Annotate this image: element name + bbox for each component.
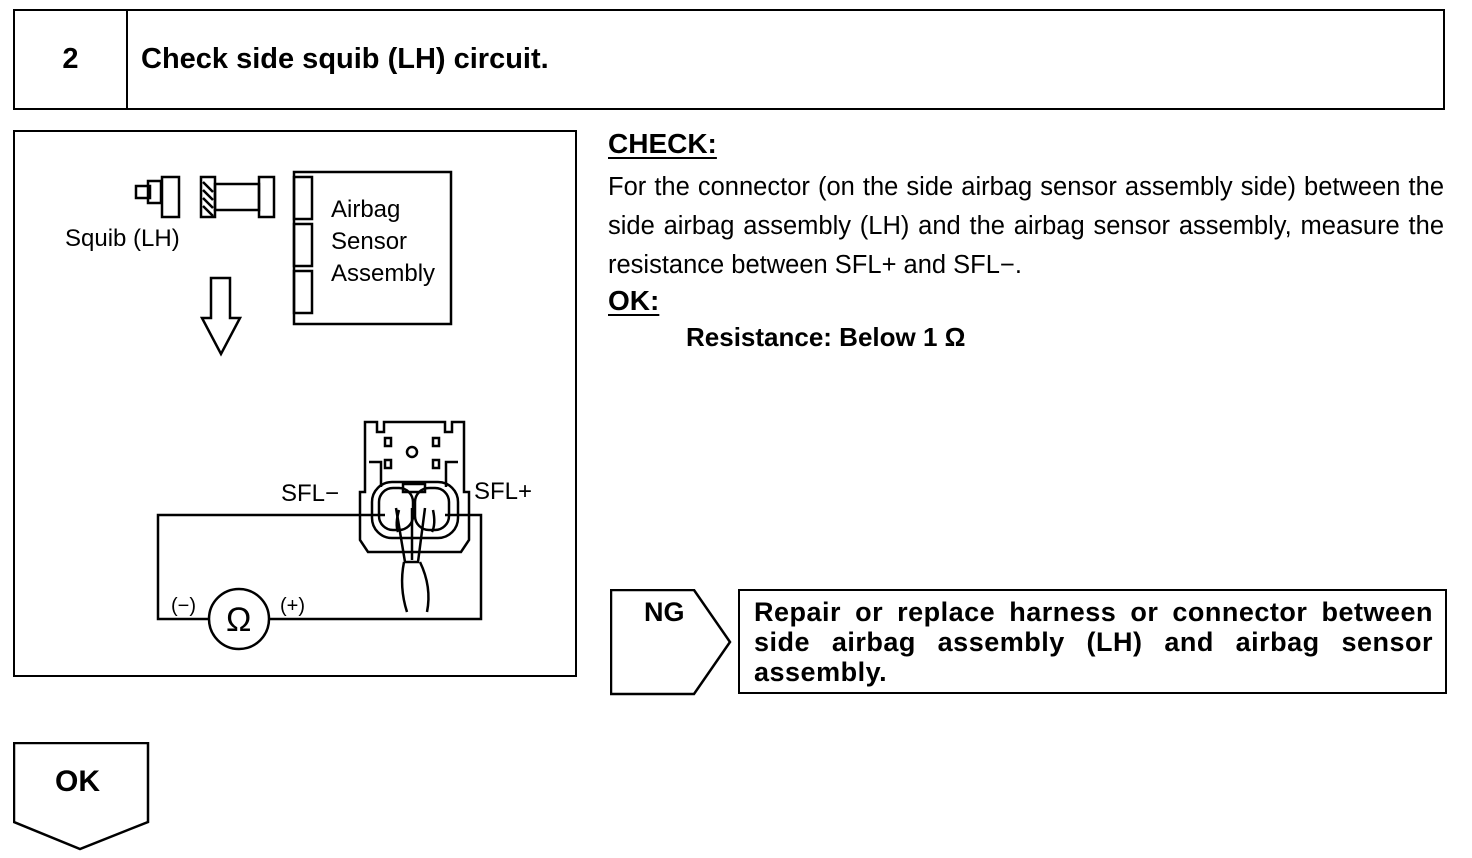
ohm-icon: Ω: [226, 601, 252, 639]
check-heading: CHECK:: [608, 128, 717, 159]
resistance-spec: Resistance: Below 1 Ω: [686, 322, 966, 352]
sfl-minus-label: SFL−: [281, 480, 340, 507]
sensor-label-line1: Airbag: [331, 196, 401, 223]
circuit-diagram: Squib (LH) Airbag Sensor Assembly SFL− S…: [13, 130, 577, 677]
ok-arrow-icon: [13, 742, 150, 851]
step-title: Check side squib (LH) circuit.: [141, 43, 549, 75]
meter-plus-label: (+): [280, 595, 305, 617]
ok-heading: OK:: [608, 285, 660, 316]
sensor-label-line3: Assembly: [331, 260, 436, 287]
down-arrow: [199, 276, 243, 357]
repair-text: Repair or replace harness or connector b…: [754, 597, 1433, 687]
sensor-label-line2: Sensor: [331, 228, 408, 255]
ng-arrow-icon: [610, 589, 732, 696]
circuit-illustration: [134, 170, 483, 651]
repair-box: Repair or replace harness or connector b…: [738, 589, 1447, 694]
sfl-plus-label: SFL+: [474, 478, 533, 505]
squib-label: Squib (LH): [65, 225, 180, 252]
ohmmeter: [207, 587, 271, 651]
connector-face: [358, 420, 471, 613]
sensor-assembly-box: [292, 170, 453, 326]
meter-wire: [156, 513, 483, 621]
step-number: 2: [15, 11, 128, 108]
check-text: For the connector (on the side airbag se…: [608, 173, 1444, 279]
squib-connector: [134, 175, 181, 219]
meter-minus-label: (−): [171, 595, 196, 617]
ng-label: NG: [644, 597, 685, 627]
step-header: 2 Check side squib (LH) circuit.: [13, 9, 1445, 110]
ok-label: OK: [55, 765, 100, 798]
mating-connector: [199, 175, 276, 219]
